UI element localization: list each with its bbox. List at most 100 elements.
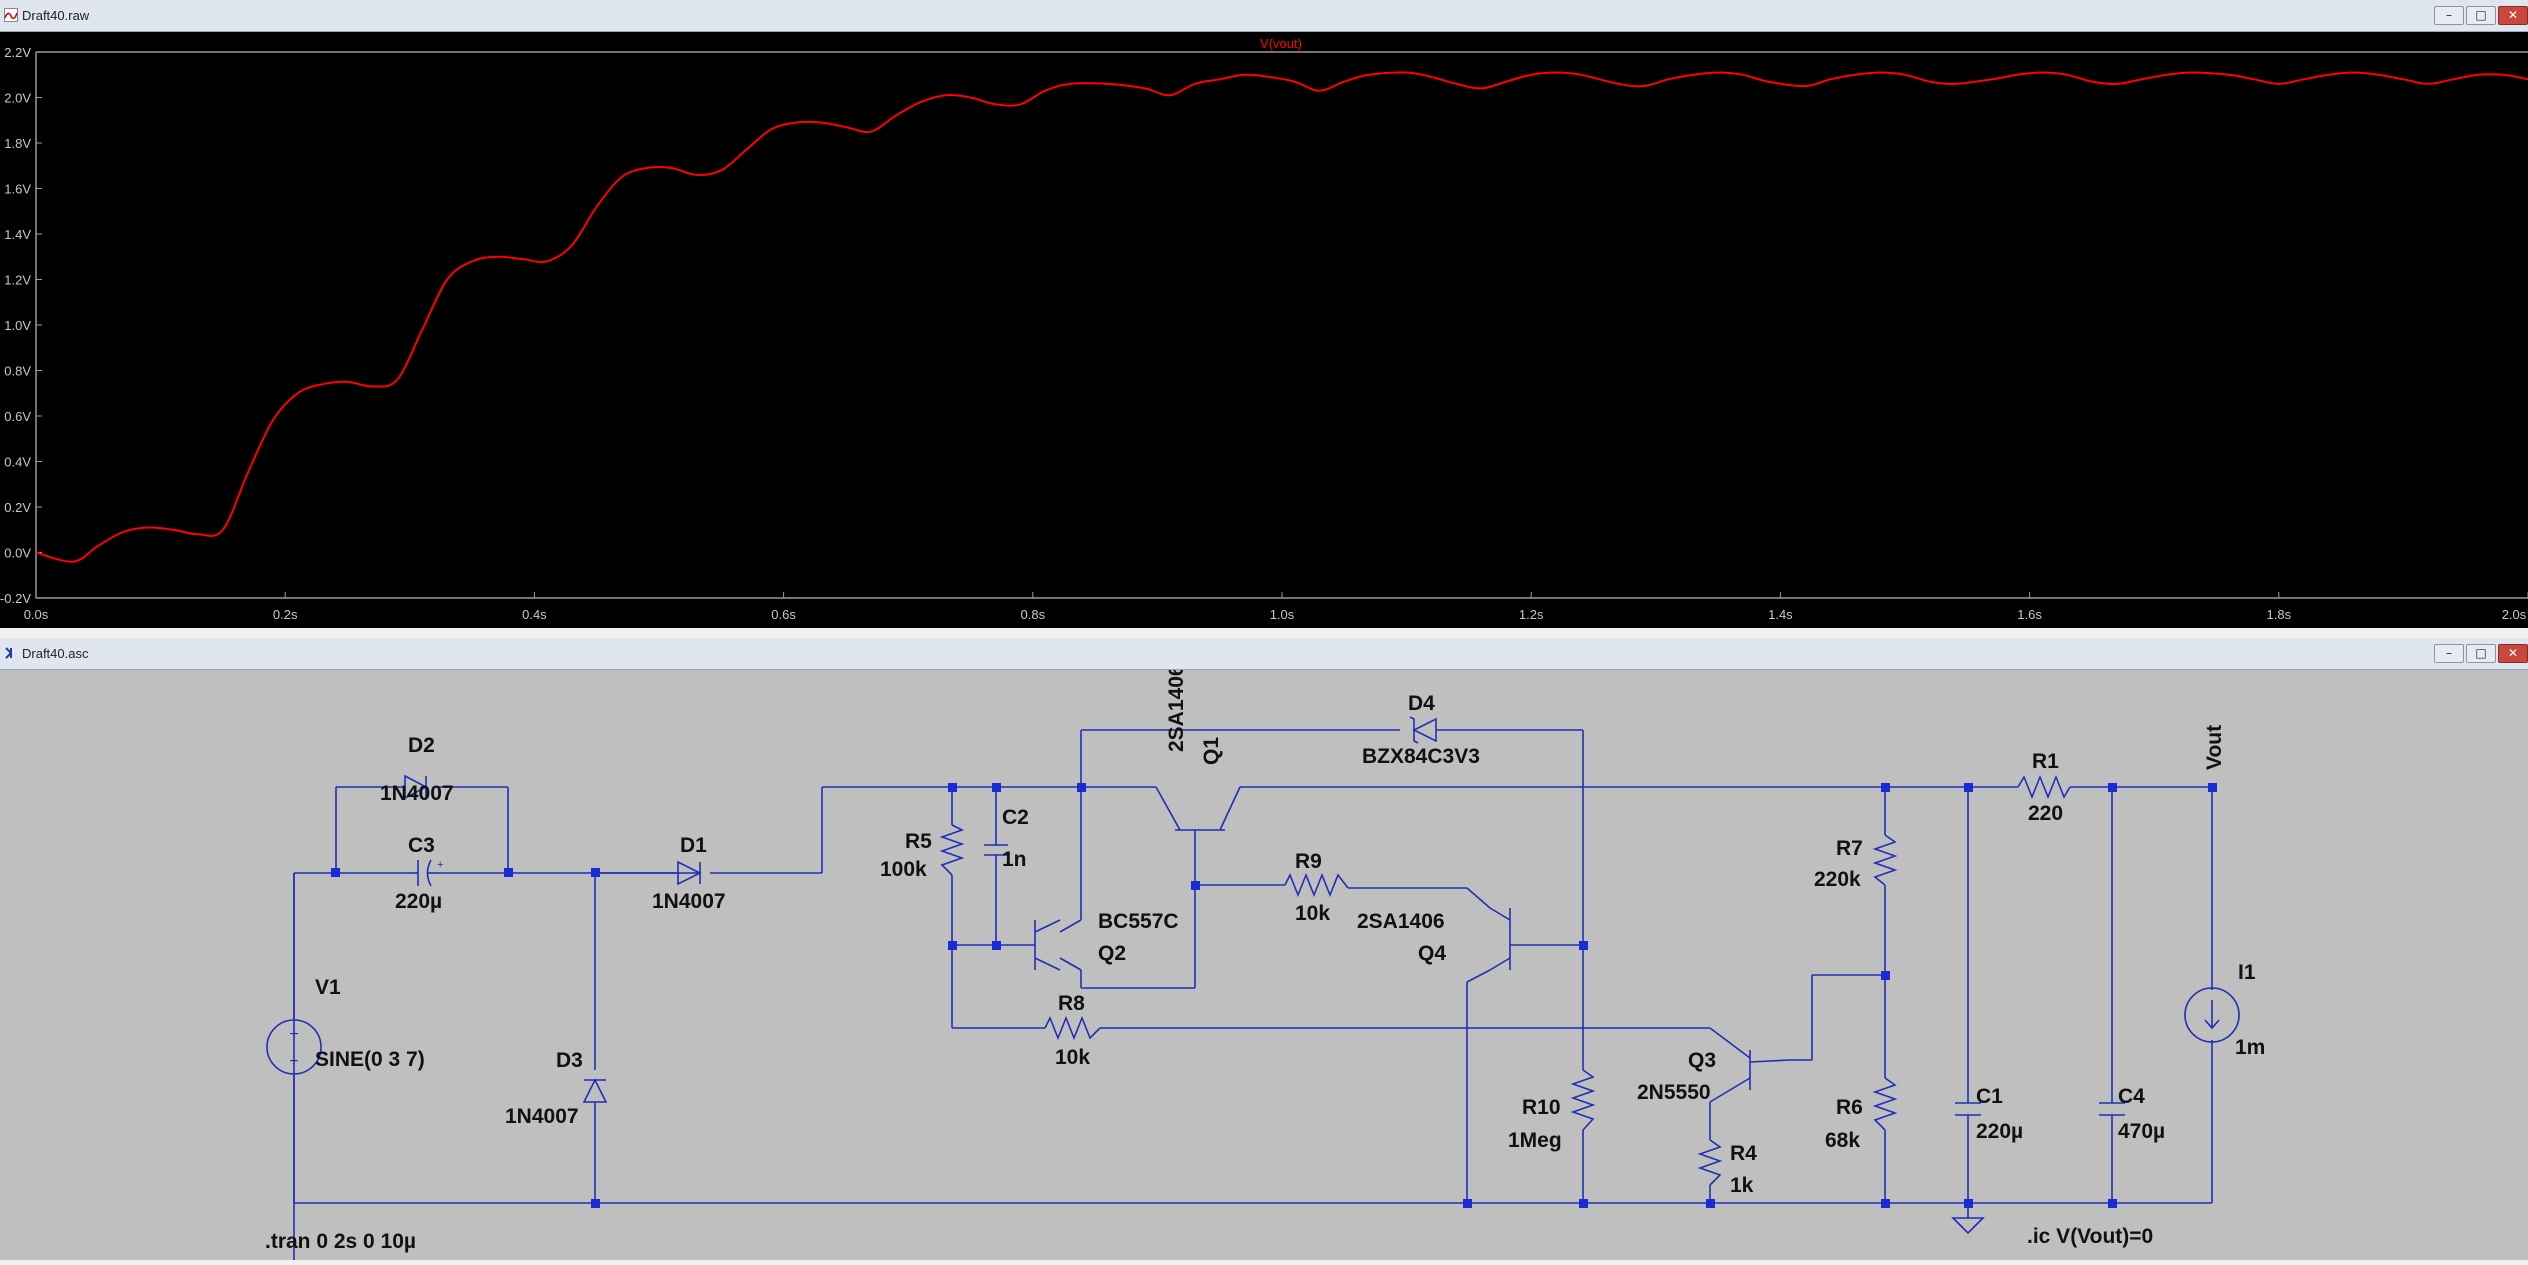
d2-value[interactable]: 1N4007 [380, 782, 454, 805]
d1-value[interactable]: 1N4007 [652, 890, 726, 913]
waveform-plot[interactable]: V(vout) 2.2V2.0V1.8V1.6V1.4V1.2V1.0V0.8V… [0, 32, 2528, 628]
waveform-window-title: Draft40.raw [22, 8, 90, 23]
trace-label[interactable]: V(vout) [1260, 36, 1302, 51]
x-tick-label: 1.4s [1768, 607, 1793, 622]
maximize-icon: □ [2475, 646, 2487, 660]
waveform-titlebar[interactable]: Draft40.raw – □ ✕ [0, 0, 2528, 32]
r7-ref[interactable]: R7 [1836, 837, 1863, 860]
r4-ref[interactable]: R4 [1730, 1142, 1757, 1165]
schematic-canvas[interactable]: + − + [0, 664, 2528, 1265]
junctions [331, 783, 2217, 1208]
d4-ref[interactable]: D4 [1408, 692, 1435, 715]
close-icon: ✕ [2507, 646, 2519, 660]
y-tick-label: 0.4V [4, 455, 31, 470]
q4-ref[interactable]: Q4 [1418, 942, 1446, 965]
y-tick-label: 1.4V [4, 227, 31, 242]
close-button[interactable]: ✕ [2498, 6, 2528, 25]
x-tick-label: 1.2s [1519, 607, 1544, 622]
c4-ref[interactable]: C4 [2118, 1085, 2145, 1108]
c2-value[interactable]: 1n [1002, 848, 1027, 871]
c4-value[interactable]: 470µ [2118, 1120, 2165, 1143]
close-button[interactable]: ✕ [2498, 644, 2528, 663]
x-tick-label: 1.0s [1270, 607, 1295, 622]
y-tick-label: 2.2V [4, 45, 31, 60]
y-tick-label: 0.0V [4, 546, 31, 561]
r10-value[interactable]: 1Meg [1508, 1129, 1562, 1152]
c1-ref[interactable]: C1 [1976, 1085, 2003, 1108]
i1-ref[interactable]: I1 [2238, 961, 2256, 984]
component-labels: D2 1N4007 C3 220µ D1 1N4007 V1 SINE(0 3 … [265, 664, 2265, 1253]
x-tick-label: 0.0s [24, 607, 49, 622]
q3-ref[interactable]: Q3 [1688, 1049, 1716, 1072]
i1-value[interactable]: 1m [2235, 1036, 2265, 1059]
schematic-app-icon [5, 647, 13, 659]
x-tick-label: 0.8s [1021, 607, 1046, 622]
d2-ref[interactable]: D2 [408, 734, 435, 757]
waveform-app-icon [4, 8, 18, 22]
schematic-window-title: Draft40.asc [22, 646, 89, 661]
minimize-button[interactable]: – [2434, 6, 2464, 25]
c1-value[interactable]: 220µ [1976, 1120, 2023, 1143]
c3-ref[interactable]: C3 [408, 834, 435, 857]
r8-ref[interactable]: R8 [1058, 992, 1085, 1015]
y-tick-label: 1.2V [4, 273, 31, 288]
r1-value[interactable]: 220 [2028, 802, 2063, 825]
r8-value[interactable]: 10k [1055, 1046, 1090, 1069]
component-symbols [266, 716, 2240, 1235]
wire-network [293, 729, 2213, 1218]
d3-value[interactable]: 1N4007 [505, 1105, 579, 1128]
x-tick-label: 1.6s [2017, 607, 2042, 622]
q1-value[interactable]: 2SA1406 [1165, 664, 1188, 752]
schematic-titlebar[interactable]: Draft40.asc – □ ✕ [0, 638, 2528, 670]
r9-ref[interactable]: R9 [1295, 850, 1322, 873]
maximize-button[interactable]: □ [2466, 644, 2496, 663]
r10-ref[interactable]: R10 [1522, 1096, 1561, 1119]
r1-ref[interactable]: R1 [2032, 750, 2059, 773]
r6-ref[interactable]: R6 [1836, 1096, 1863, 1119]
ic-directive[interactable]: .ic V(Vout)=0 [2027, 1225, 2153, 1248]
x-tick-labels: 0.0s 0.2s 0.4s 0.6s 0.8s 1.0s 1.2s 1.4s 1.6s 1.8s… [24, 592, 2528, 622]
r5-ref[interactable]: R5 [905, 830, 932, 853]
r5-value[interactable]: 100k [880, 858, 927, 881]
minus-icon: − [289, 1053, 298, 1070]
d3-ref[interactable]: D3 [556, 1049, 583, 1072]
q1-ref[interactable]: Q1 [1200, 737, 1223, 765]
y-tick-label: 1.6V [4, 182, 31, 197]
y-tick-label: 1.8V [4, 136, 31, 151]
r9-value[interactable]: 10k [1295, 902, 1330, 925]
r4-value[interactable]: 1k [1730, 1174, 1754, 1197]
x-tick-label: 0.4s [522, 607, 547, 622]
maximize-button[interactable]: □ [2466, 6, 2496, 25]
plus-icon: + [289, 1026, 298, 1043]
v1-ref[interactable]: V1 [315, 976, 341, 999]
q4-value[interactable]: 2SA1406 [1357, 910, 1445, 933]
q3-value[interactable]: 2N5550 [1637, 1081, 1711, 1104]
c2-ref[interactable]: C2 [1002, 806, 1029, 829]
minimize-button[interactable]: – [2434, 644, 2464, 663]
y-tick-label: 2.0V [4, 91, 31, 106]
y-tick-label: 1.0V [4, 318, 31, 333]
v1-value[interactable]: SINE(0 3 7) [315, 1048, 425, 1071]
q2-value[interactable]: BC557C [1098, 910, 1179, 933]
waveform-window[interactable]: Draft40.raw – □ ✕ V(vout) 2.2V 2.0V 1.8V 1.… [0, 0, 2528, 628]
x-tick-label: 0.6s [771, 607, 796, 622]
q2-ref[interactable]: Q2 [1098, 942, 1126, 965]
maximize-icon: □ [2475, 8, 2487, 22]
y-tick-label: -0.2V [0, 591, 31, 606]
y-tick-label: 0.2V [4, 500, 31, 515]
d1-ref[interactable]: D1 [680, 834, 707, 857]
polarity-plus-icon: + [437, 859, 443, 871]
y-tick-label: 0.6V [4, 409, 31, 424]
d4-value[interactable]: BZX84C3V3 [1362, 745, 1480, 768]
r6-value[interactable]: 68k [1825, 1129, 1860, 1152]
vout-net-label[interactable]: Vout [2203, 725, 2226, 770]
x-tick-label: 0.2s [273, 607, 298, 622]
schematic-window[interactable]: Draft40.asc – □ ✕ [0, 638, 2528, 1265]
c3-value[interactable]: 220µ [395, 890, 442, 913]
x-tick-label: 1.8s [2267, 607, 2292, 622]
schematic-drawing[interactable]: + − + [0, 664, 2528, 1265]
tran-directive[interactable]: .tran 0 2s 0 10µ [265, 1230, 416, 1253]
r7-value[interactable]: 220k [1814, 868, 1861, 891]
x-tick-label: 2.0s [2502, 607, 2527, 622]
